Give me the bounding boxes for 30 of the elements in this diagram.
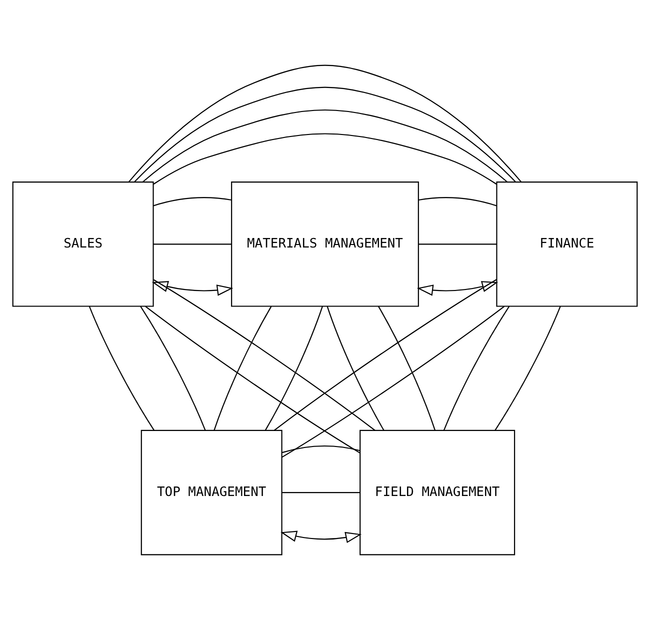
connector — [128, 64, 522, 182]
connector — [418, 196, 497, 206]
connector — [264, 306, 323, 430]
node-box: SALES — [12, 181, 154, 306]
arrow — [416, 280, 498, 296]
connector — [282, 445, 360, 453]
node-box: FINANCE — [496, 181, 638, 306]
connector — [214, 306, 272, 430]
node-box: MATERIALS MANAGEMENT — [231, 181, 419, 306]
connector — [443, 306, 510, 430]
connector — [142, 109, 508, 182]
connector — [145, 306, 360, 453]
connector — [153, 243, 232, 244]
connector — [153, 196, 232, 206]
node-box: TOP MANAGEMENT — [140, 429, 282, 555]
connector — [418, 243, 496, 244]
connector — [378, 306, 436, 430]
connector — [282, 306, 505, 458]
connector — [140, 306, 206, 430]
connector — [274, 278, 497, 430]
connector — [134, 86, 516, 182]
connector — [326, 306, 384, 430]
connector — [282, 492, 360, 493]
node-box: FIELD MANAGEMENT — [360, 429, 516, 555]
connector — [88, 306, 154, 430]
connector — [494, 306, 561, 430]
connector — [153, 278, 376, 430]
arrow — [152, 280, 234, 296]
connector — [153, 132, 497, 184]
arrow — [280, 530, 362, 543]
